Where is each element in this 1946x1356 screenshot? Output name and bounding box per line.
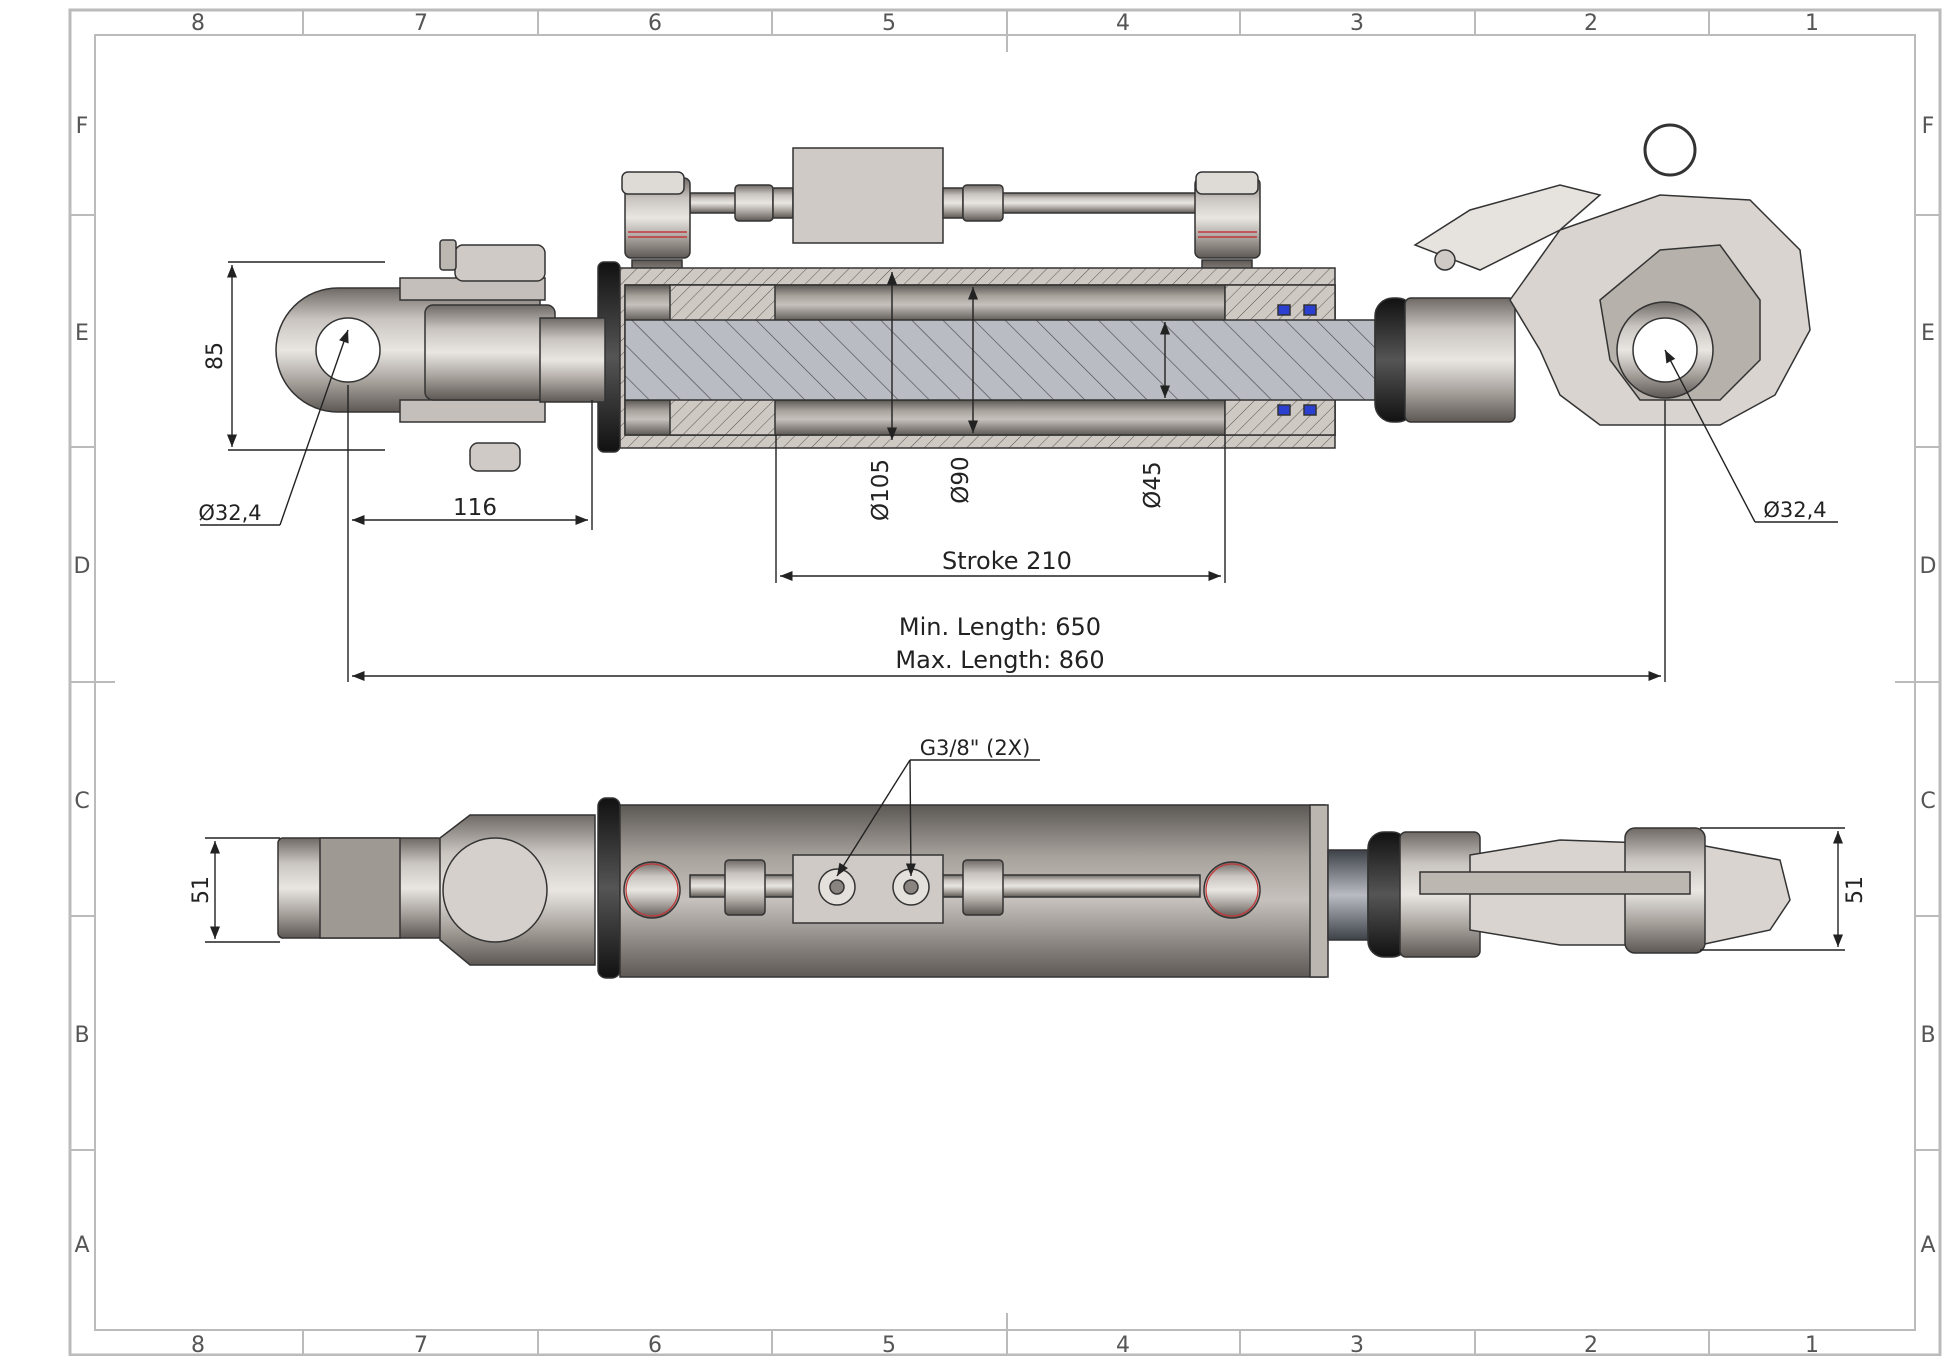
plan-clevis-left (277, 814, 596, 966)
section-view: 85 Ø32,4 116 Ø105 Ø90 Ø45 Stroke 210 Min… (198, 123, 1838, 682)
row-labels-left: F E D C B A (74, 114, 91, 1258)
row-label: F (1922, 114, 1935, 139)
dim-bore-left: Ø32,4 (198, 501, 261, 525)
row-label: A (1920, 1233, 1935, 1258)
column-label: 6 (648, 11, 662, 36)
column-label: 2 (1584, 1333, 1598, 1356)
column-label: 4 (1116, 11, 1130, 36)
clevis-left (275, 239, 606, 472)
row-label: D (74, 554, 91, 579)
column-label: 3 (1350, 1333, 1364, 1356)
row-label: F (76, 114, 89, 139)
plan-port-seals (625, 863, 1259, 917)
column-label: 2 (1584, 11, 1598, 36)
row-label: E (1921, 321, 1935, 346)
column-label: 1 (1805, 1333, 1819, 1356)
column-label: 8 (191, 1333, 205, 1356)
column-label: 6 (648, 1333, 662, 1356)
column-label: 8 (191, 11, 205, 36)
dim-bore-right: Ø32,4 (1763, 498, 1826, 522)
column-label: 5 (882, 11, 896, 36)
row-label: C (74, 789, 89, 814)
plan-cylinder (597, 797, 1329, 979)
column-label: 1 (1805, 11, 1819, 36)
row-label: A (74, 1233, 89, 1258)
dimensions-plan (205, 759, 1845, 951)
dim-dia-90: Ø90 (948, 456, 974, 503)
column-label: 3 (1350, 11, 1364, 36)
row-label: B (74, 1023, 89, 1048)
dim-port: G3/8" (2X) (920, 736, 1031, 760)
automatic-hook (1413, 123, 1811, 426)
row-label: D (1920, 554, 1937, 579)
dim-width-right: 51 (1843, 876, 1868, 904)
plan-rod-and-hook (1327, 827, 1791, 958)
row-label: C (1920, 789, 1935, 814)
column-labels-bottom: 8 7 6 5 4 3 2 1 (191, 1333, 1819, 1356)
plan-view: 51 51 G3/8" (2X) (189, 736, 1868, 979)
column-labels-top: 8 7 6 5 4 3 2 1 (191, 11, 1819, 36)
column-label: 7 (414, 11, 428, 36)
dim-dia-45: Ø45 (1140, 461, 1166, 508)
zone-ticks (70, 10, 1940, 1355)
dim-dia-105: Ø105 (868, 459, 894, 521)
dim-max-length: Max. Length: 860 (895, 646, 1104, 674)
dim-offset-116: 116 (453, 495, 497, 521)
rod-end-right (1374, 297, 1516, 423)
dimension-labels-plan: 51 51 G3/8" (2X) (189, 736, 1868, 904)
dim-stroke: Stroke 210 (942, 547, 1072, 575)
row-label: E (75, 321, 89, 346)
column-label: 4 (1116, 1333, 1130, 1356)
fitting-seals (628, 231, 1257, 238)
column-label: 5 (882, 1333, 896, 1356)
cylinder-section (597, 261, 1376, 453)
dim-width-left: 51 (189, 876, 214, 904)
dim-height-85: 85 (203, 342, 228, 370)
dimensions-section (200, 261, 1838, 682)
dimension-labels-section: 85 Ø32,4 116 Ø105 Ø90 Ø45 Stroke 210 Min… (198, 342, 1826, 674)
row-label: B (1920, 1023, 1935, 1048)
column-label: 7 (414, 1333, 428, 1356)
dim-min-length: Min. Length: 650 (899, 613, 1101, 641)
row-labels-right: F E D C B A (1920, 114, 1937, 1258)
